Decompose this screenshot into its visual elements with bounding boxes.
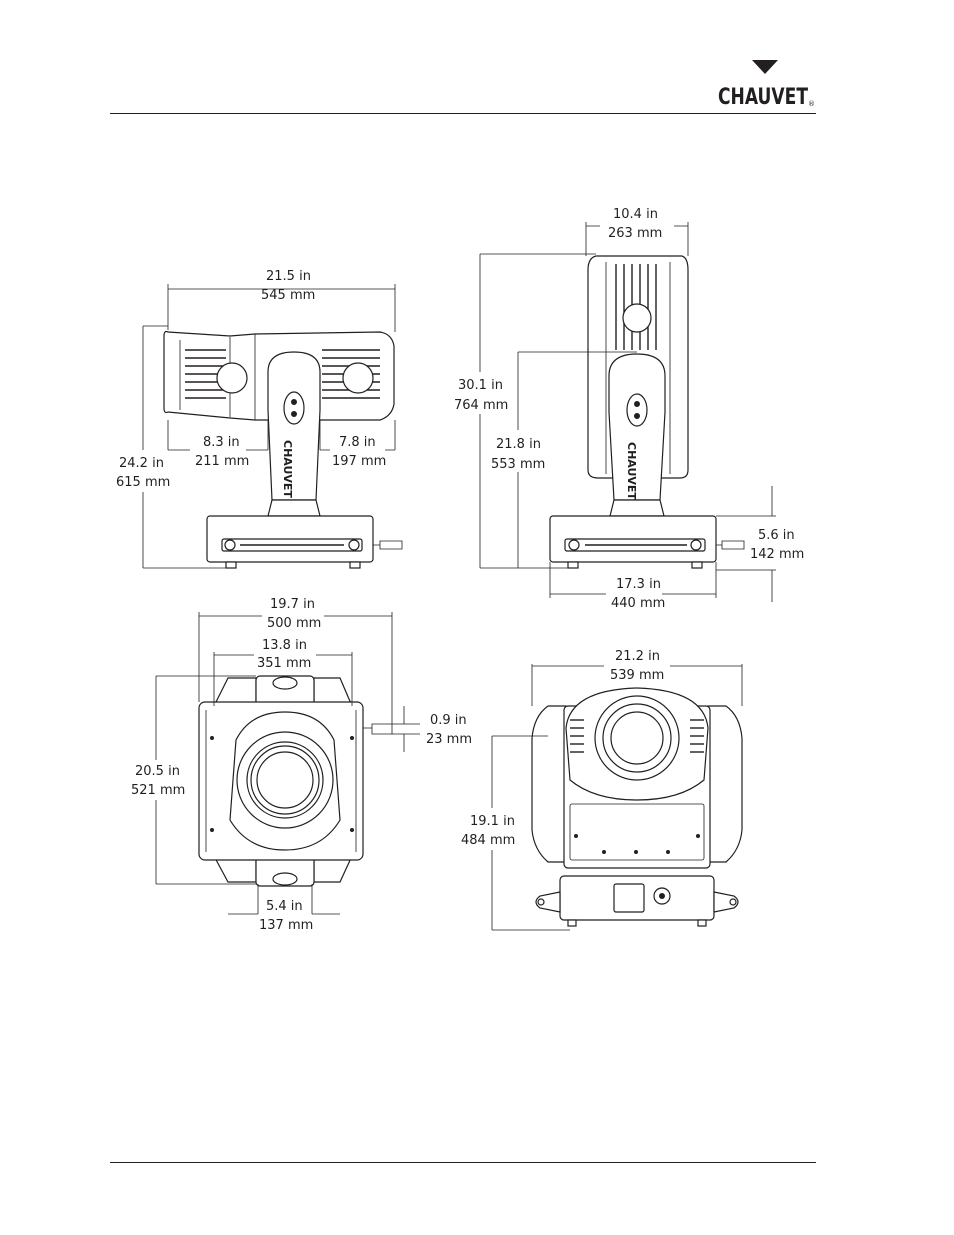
- front-base-mm: 440 mm: [611, 596, 665, 611]
- lens-width-in: 21.2 in: [615, 649, 660, 664]
- top-connector-in: 0.9 in: [430, 713, 467, 728]
- front-height-top-mm: 263 mm: [608, 226, 662, 241]
- top-handle-in: 5.4 in: [266, 899, 303, 914]
- front-height-in: 30.1 in: [458, 378, 503, 393]
- front-width-in: 10.4 in: [613, 207, 658, 222]
- lens-height-in: 19.1 in: [470, 814, 515, 829]
- front-base-height-mm: 142 mm: [750, 547, 804, 562]
- top-inner-mm: 351 mm: [257, 656, 311, 671]
- front-view: CHAUVET 10.4 in 263 mm 30.1 in 764 mm 21…: [454, 207, 804, 611]
- top-view: 19.7 in 500 mm 13.8 in 351 mm 20.5 in 52…: [131, 597, 472, 933]
- top-connector-mm: 23 mm: [426, 732, 472, 747]
- lens-view: 21.2 in 539 mm 19.1 in 484 mm: [461, 649, 742, 930]
- front-base-height-in: 5.6 in: [758, 528, 795, 543]
- front-height-mm: 764 mm: [454, 398, 508, 413]
- side-right-in: 7.8 in: [339, 435, 376, 450]
- side-width-in: 21.5 in: [266, 269, 311, 284]
- top-depth-in: 20.5 in: [135, 764, 180, 779]
- lens-width-mm: 539 mm: [610, 668, 664, 683]
- top-inner-in: 13.8 in: [262, 638, 307, 653]
- front-pivot-in: 21.8 in: [496, 437, 541, 452]
- top-depth-mm: 521 mm: [131, 783, 185, 798]
- side-right-mm: 197 mm: [332, 454, 386, 469]
- side-width-mm: 545 mm: [261, 288, 315, 303]
- side-view: CHAUVET 21.5 in 545 mm 24.2 in 615 mm 8.…: [116, 269, 402, 568]
- front-pivot-mm: 553 mm: [491, 457, 545, 472]
- side-height-in: 24.2 in: [119, 456, 164, 471]
- front-yoke-logo: CHAUVET: [625, 442, 638, 500]
- front-base-in: 17.3 in: [616, 577, 661, 592]
- side-left-in: 8.3 in: [203, 435, 240, 450]
- side-height-mm: 615 mm: [116, 475, 170, 490]
- lens-height-mm: 484 mm: [461, 833, 515, 848]
- side-yoke-logo: CHAUVET: [281, 440, 294, 498]
- side-left-mm: 211 mm: [195, 454, 249, 469]
- top-width-in: 19.7 in: [270, 597, 315, 612]
- top-width-mm: 500 mm: [267, 616, 321, 631]
- top-handle-mm: 137 mm: [259, 918, 313, 933]
